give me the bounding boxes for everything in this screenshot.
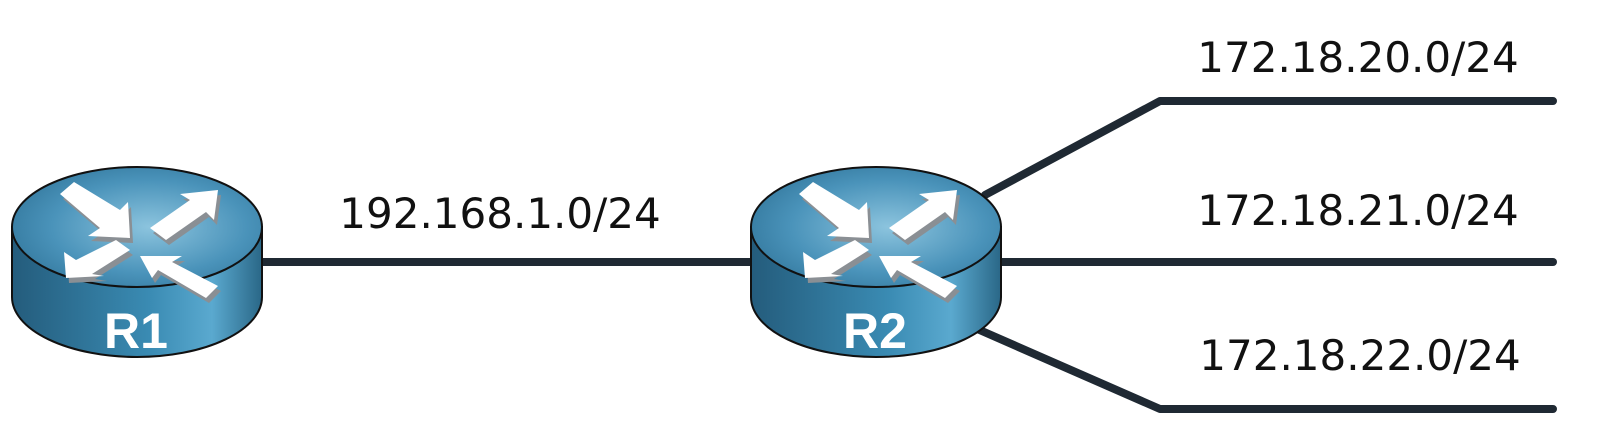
router-r1-label: R1 (104, 303, 168, 359)
network-label-192-168-1: 192.168.1.0/24 (339, 189, 660, 238)
router-r2[interactable]: R2 (750, 166, 1002, 359)
network-label-172-18-22: 172.18.22.0/24 (1199, 331, 1520, 380)
links (251, 97, 1557, 413)
router-r1[interactable]: R1 (11, 166, 263, 359)
link-r2-net20 (981, 97, 1557, 199)
link-r2-net22 (971, 324, 1557, 413)
network-label-172-18-21: 172.18.21.0/24 (1197, 186, 1518, 235)
network-label-172-18-20: 172.18.20.0/24 (1197, 33, 1518, 82)
router-r2-label: R2 (843, 303, 907, 359)
